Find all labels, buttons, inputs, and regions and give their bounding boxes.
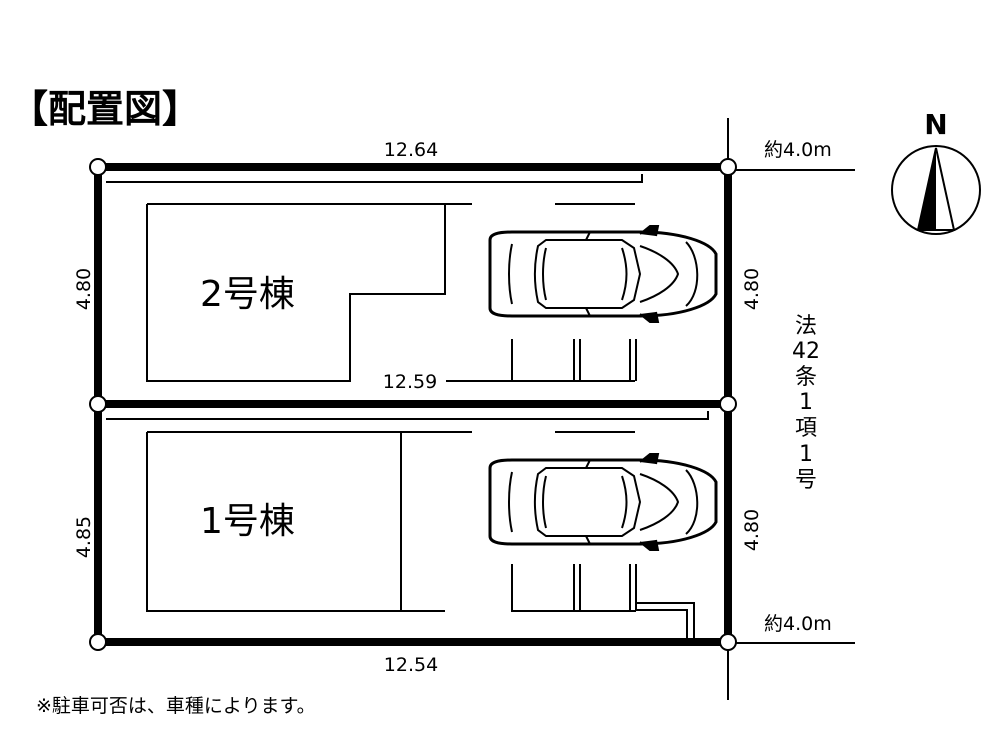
lower-corner-wall-outer xyxy=(636,602,695,638)
dimension-middle: 12.59 xyxy=(383,371,437,393)
road-width-bottom: 約4.0m xyxy=(764,613,832,635)
svg-text:項: 項 xyxy=(795,416,817,441)
building-1-label: 1号棟 xyxy=(200,501,295,542)
svg-text:1: 1 xyxy=(799,442,813,467)
lower-parking-baseline xyxy=(511,564,636,612)
dimension-bottom: 12.54 xyxy=(384,654,438,676)
dimension-left-upper: 4.80 xyxy=(73,268,95,310)
parking-note: ※駐車可否は、車種によります。 xyxy=(36,695,316,717)
building-2-outline xyxy=(146,203,446,382)
middle-dim-bg xyxy=(374,368,446,392)
svg-text:42: 42 xyxy=(792,339,820,364)
corner-marker xyxy=(719,395,737,413)
car-lower xyxy=(488,452,718,552)
corner-marker xyxy=(719,633,737,651)
corner-marker xyxy=(89,158,107,176)
svg-text:法: 法 xyxy=(795,314,817,339)
corner-marker xyxy=(89,395,107,413)
road-type-label: 法 42 条 1 項 1 号 xyxy=(792,314,820,493)
corner-markers xyxy=(89,158,737,651)
corner-marker xyxy=(89,633,107,651)
building-2-label: 2号棟 xyxy=(200,274,295,315)
dimension-right-lower: 4.80 xyxy=(741,509,763,551)
plan-title: 【配置図】 xyxy=(10,87,200,131)
car-upper xyxy=(488,224,718,324)
upper-lot-setback-line xyxy=(106,174,643,183)
corner-marker xyxy=(719,158,737,176)
inner-lines xyxy=(106,174,709,638)
dimension-left-lower: 4.85 xyxy=(73,516,95,558)
dimension-right-upper: 4.80 xyxy=(741,268,763,310)
svg-text:条: 条 xyxy=(795,365,817,390)
dimension-top: 12.64 xyxy=(384,139,438,161)
north-label: N xyxy=(924,108,947,141)
road-width-top: 約4.0m xyxy=(764,139,832,161)
lower-lot-setback-line xyxy=(106,411,709,420)
north-arrow-icon: N xyxy=(891,108,981,235)
svg-text:1: 1 xyxy=(799,390,813,415)
svg-text:号: 号 xyxy=(795,468,817,493)
lower-corner-wall-inner xyxy=(636,609,688,638)
